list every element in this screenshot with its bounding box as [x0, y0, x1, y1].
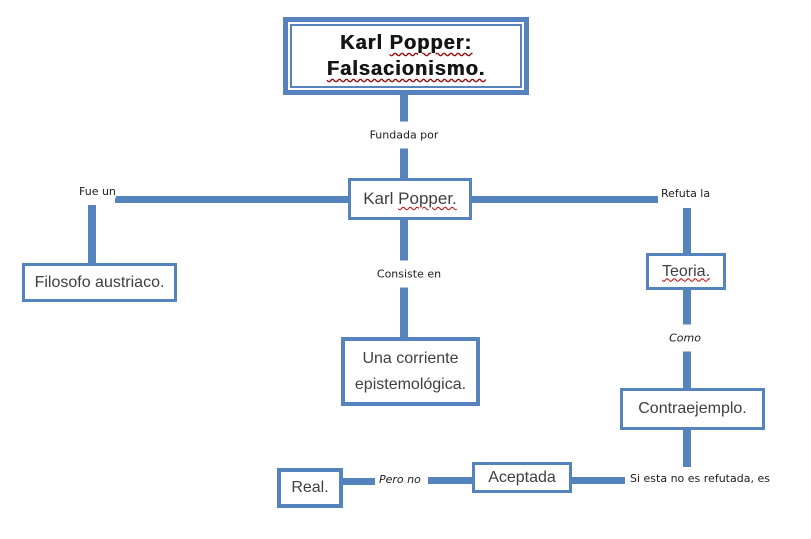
node-contraejemplo-label: Contraejemplo.	[638, 400, 747, 417]
node-una-corriente[interactable]: Una corriente epistemológica.	[341, 337, 480, 406]
connector-karl-teoria-horizontal	[472, 196, 658, 203]
edge-label-consiste-en: Consiste en	[373, 260, 445, 288]
edge-label-pero-no: Pero no	[379, 473, 421, 486]
title-line-2: Falsacionismo.	[326, 58, 486, 80]
edge-label-fue-un: Fue un	[79, 185, 116, 198]
node-teoria[interactable]: Teoria.	[646, 253, 726, 290]
node-una-corriente-line2: epistemológica.	[354, 375, 467, 393]
title-word-karl: Karl	[339, 32, 390, 54]
connector-karl-filosofo-vertical	[88, 205, 96, 263]
connector-karl-filosofo-horizontal	[115, 196, 348, 203]
node-title-inner-border: Karl Popper: Falsacionismo.	[290, 24, 522, 88]
node-filosofo-austriaco[interactable]: Filosofo austriaco.	[22, 263, 177, 302]
title-line-1: Karl Popper:	[340, 32, 472, 54]
node-aceptada[interactable]: Aceptada	[472, 462, 572, 493]
edge-label-fundada-por: Fundada por	[366, 121, 442, 149]
connector-contraejemplo-down	[683, 430, 691, 467]
connector-karl-teoria-vertical	[683, 208, 691, 253]
node-karl-popper-label: Karl Popper.	[363, 189, 457, 208]
edge-label-como: Como	[666, 324, 704, 352]
node-karl-popper[interactable]: Karl Popper.	[348, 178, 472, 220]
connector-aceptada-right	[572, 477, 625, 484]
title-word-popper: Popper:	[389, 32, 473, 54]
edge-label-si-esta-no-es-refutada: Si esta no es refutada, es	[630, 472, 770, 485]
edge-label-refuta-la: Refuta la	[661, 187, 711, 200]
node-real-label: Real.	[291, 479, 329, 496]
connector-aceptada-left	[428, 477, 472, 484]
node-una-corriente-line1: Una corriente	[362, 349, 459, 367]
node-filosofo-austriaco-label: Filosofo austriaco.	[34, 273, 165, 291]
node-contraejemplo[interactable]: Contraejemplo.	[620, 388, 765, 430]
connector-real-right	[343, 478, 375, 485]
node-teoria-label: Teoria.	[661, 262, 711, 280]
node-title[interactable]: Karl Popper: Falsacionismo.	[283, 17, 529, 95]
node-real[interactable]: Real.	[277, 468, 343, 508]
node-aceptada-label: Aceptada	[488, 468, 556, 486]
